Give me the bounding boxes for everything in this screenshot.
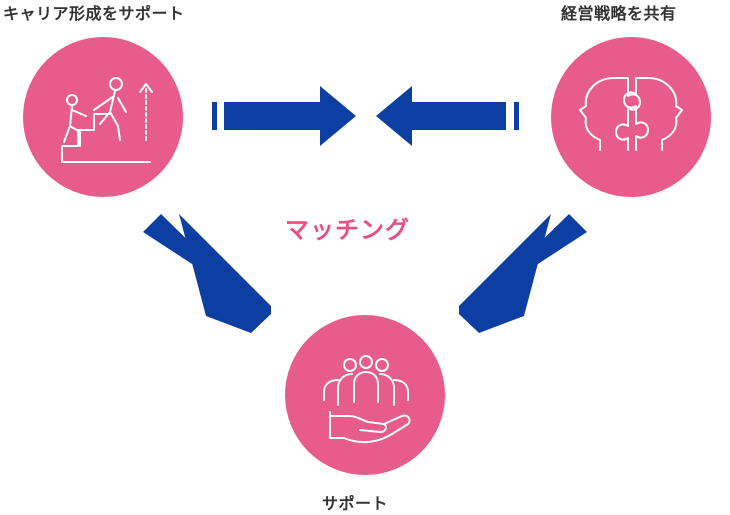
arrow-strategy-support [459, 214, 587, 333]
arrow-career-support [143, 214, 271, 333]
center-matching-label: マッチング [285, 216, 410, 244]
career-node-circle [23, 37, 183, 197]
arrow-career-to-center [212, 86, 356, 146]
support-node-label: サポート [322, 494, 389, 513]
two-heads-puzzle-icon [579, 77, 683, 151]
strategy-node-circle [551, 37, 711, 197]
arrow-strategy-to-center [376, 86, 519, 146]
climbing-stairs-helping-icon [61, 77, 153, 163]
group-on-hand-icon [323, 355, 411, 444]
strategy-node-label: 経営戦略を共有 [561, 4, 677, 23]
career-node-label: キャリア形成をサポート [3, 4, 185, 23]
support-node-circle [285, 315, 445, 475]
